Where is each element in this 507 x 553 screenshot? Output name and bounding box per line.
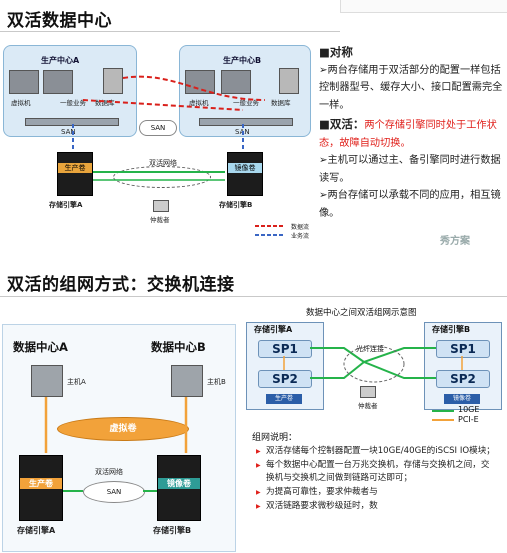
- bottom-net-label: 双活网络: [95, 468, 123, 476]
- legend-data-label: 数据流: [291, 224, 310, 231]
- storage-engine-b-icon: 镜像卷: [227, 152, 263, 196]
- db-label-b: 数据库: [271, 99, 291, 107]
- corner-panel: [340, 0, 507, 13]
- fiber-label: 光纤连接: [356, 345, 384, 353]
- legend-business-label: 业务流: [291, 233, 310, 240]
- note-item: 双活链路要求微秒级延时，数: [256, 500, 498, 513]
- gen-server-icon-b: [221, 70, 251, 94]
- sp1-b: SP1: [436, 340, 490, 358]
- top-section-title: 双活数据中心: [7, 11, 112, 31]
- bottom-title-divider: [0, 296, 507, 297]
- sp2-a: SP2: [258, 370, 312, 388]
- bottom-storage-a-icon: 生产卷: [19, 455, 63, 521]
- sp2-b: SP2: [436, 370, 490, 388]
- dc-a-label: 生产中心A: [41, 56, 80, 65]
- bottom-section-title: 双活的组网方式：交换机连接: [7, 275, 235, 295]
- dc-a-title: 数据中心A: [13, 340, 68, 354]
- db-server-icon-b: [279, 68, 299, 94]
- note-item: 双活存储每个控制器配置一块10GE/40GE的iSCSI IO模块；: [256, 445, 498, 458]
- title-divider: [0, 31, 340, 32]
- active-heading: ■双活：: [319, 117, 365, 131]
- db-server-icon-a: [103, 68, 123, 94]
- dc-b-title: 数据中心B: [151, 340, 206, 354]
- schema-engine-a-label: 存储引擎A: [254, 325, 293, 334]
- storage-engine-a-icon: 生产卷: [57, 152, 93, 196]
- gen-label-b: 一般业务: [233, 99, 259, 107]
- schema-engine-b-label: 存储引擎B: [432, 325, 471, 334]
- bottom-storage-b-icon: 镜像卷: [157, 455, 201, 521]
- san-cloud-mid: SAN: [139, 120, 177, 136]
- host-b-label: 主机B: [207, 378, 226, 386]
- vm-server-icon-a: [9, 70, 39, 94]
- active-paragraph-1: ➢主机可以通过主、备引擎同时进行数据读写。: [319, 155, 501, 184]
- legend-lines: [255, 225, 285, 236]
- legend-10ge: 10GE: [458, 405, 480, 414]
- bottom-left-diagram: 数据中心A 数据中心B 主机A 主机B 虚拟卷 生产卷 镜像卷 双活网络 SAN…: [2, 324, 236, 552]
- notes-title: 组网说明：: [252, 433, 298, 443]
- symmetry-heading: ■对称: [319, 45, 353, 59]
- vol-b-label: 镜像卷: [228, 163, 262, 173]
- virtual-volume: 虚拟卷: [57, 417, 189, 441]
- schema-title: 数据中心之间双活组网示意图: [306, 308, 417, 318]
- active-red-text: 两个存储引擎同时处于工作状态，故障自动切换。: [319, 120, 497, 149]
- schema-legend-lines: [432, 410, 454, 421]
- top-connections: [72, 75, 266, 181]
- db-label-a: 数据库: [95, 99, 115, 107]
- top-diagram: 生产中心A 生产中心B 虚拟机 一般业务 数据库 虚拟机 一般业务 数据库 SA…: [3, 40, 314, 240]
- host-b-icon: [171, 365, 203, 397]
- symmetry-paragraph: ➢两台存储用于双活部分的配置一样包括控制器型号、缓存大小、接口配置需完全一样。: [319, 64, 503, 111]
- bottom-engine-b-label: 存储引擎B: [153, 526, 192, 535]
- schema-vol-b: 镜像卷: [444, 394, 480, 404]
- schema-vol-a: 生产卷: [266, 394, 302, 404]
- gen-server-icon-a: [43, 70, 73, 94]
- arbiter-icon: [153, 200, 169, 212]
- host-a-label: 主机A: [67, 378, 86, 386]
- schema-connections: [283, 345, 463, 383]
- watermark: 秀方案: [440, 236, 470, 247]
- switch-icon-b: [199, 118, 293, 126]
- legend-pcie: PCI-E: [458, 415, 479, 424]
- schema-arbiter-icon: [360, 386, 376, 398]
- gen-label-a: 一般业务: [60, 99, 86, 107]
- bottom-san-cloud: SAN: [83, 481, 145, 503]
- vm-label-b: 虚拟机: [189, 99, 209, 107]
- schema-arbiter-label: 仲裁者: [358, 402, 378, 410]
- san-label-a: SAN: [61, 128, 76, 136]
- engine-b-label: 存储引擎B: [219, 201, 253, 209]
- note-item: 为提高可靠性，要求仲裁者与: [256, 486, 498, 499]
- host-a-icon: [31, 365, 63, 397]
- vol-a-label: 生产卷: [58, 163, 92, 173]
- active-paragraph-2: ➢两台存储可以承载不同的应用，相互镜像。: [319, 190, 501, 219]
- bottom-vol-a: 生产卷: [20, 478, 62, 489]
- vm-server-icon-b: [185, 70, 215, 94]
- bottom-vol-b: 镜像卷: [158, 478, 200, 489]
- net-label-top: 双活网络: [149, 159, 177, 167]
- arbiter-label-top: 仲裁者: [150, 216, 170, 224]
- engine-a-label: 存储引擎A: [49, 201, 83, 209]
- notes-list: 双活存储每个控制器配置一块10GE/40GE的iSCSI IO模块； 每个数据中…: [256, 445, 498, 514]
- schema-diagram: 数据中心之间双活组网示意图 存储引擎A 存储引擎B SP1 SP2 SP1 SP…: [244, 304, 504, 421]
- bottom-engine-a-label: 存储引擎A: [17, 526, 56, 535]
- bottom-left-connections: [44, 397, 188, 492]
- note-item: 每个数据中心配置一台万兆交换机，存储与交换机之间，交换机与交换机之间做到链路可达…: [256, 459, 498, 485]
- net-ring: [113, 166, 211, 188]
- vm-label-a: 虚拟机: [11, 99, 31, 107]
- dc-b-label: 生产中心B: [223, 56, 262, 65]
- top-right-text: ■对称 ➢两台存储用于双活部分的配置一样包括控制器型号、缓存大小、接口配置需完全…: [319, 44, 505, 222]
